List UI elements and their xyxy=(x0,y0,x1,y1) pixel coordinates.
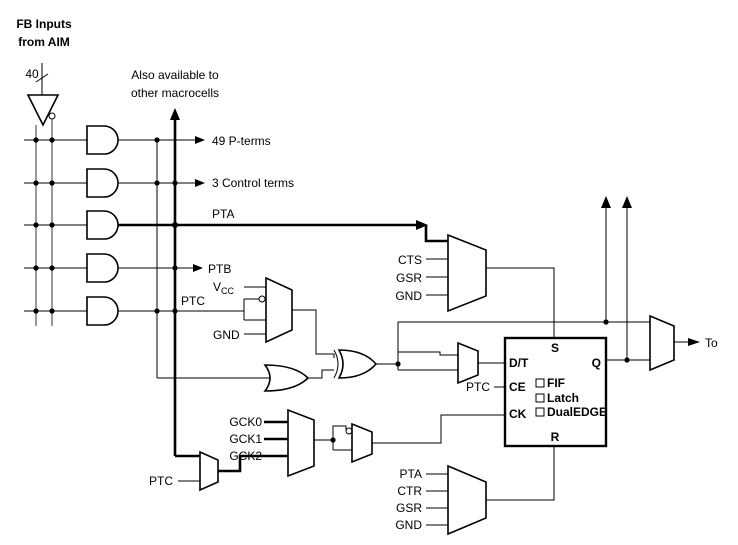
feedback-arrow-2 xyxy=(622,196,632,208)
pta-label: PTA xyxy=(212,207,234,221)
and-gate-1 xyxy=(86,125,119,155)
vcc-label: VCC xyxy=(213,280,235,296)
and-gate-2 xyxy=(86,168,119,198)
ptc-mux-label: PTC xyxy=(181,294,205,308)
ptc-clock-mux xyxy=(199,450,219,492)
input-buffer xyxy=(26,94,60,127)
gnd-bottom-label: GND xyxy=(395,518,422,532)
p-terms-arrow xyxy=(195,136,205,144)
ff-ck-label: CK xyxy=(509,407,527,421)
polarity-mux-shape xyxy=(265,276,293,344)
set-mux: CTS GSR GND xyxy=(395,233,487,313)
also-available-arrow xyxy=(170,108,180,120)
gsr-bottom-label: GSR xyxy=(396,501,422,515)
or-gate xyxy=(263,364,310,392)
ptb-arrow xyxy=(193,264,203,272)
ff-r-label: R xyxy=(551,430,560,444)
and-gate-ptc xyxy=(86,296,119,326)
fb-inputs-label-line1: FB Inputs xyxy=(16,17,72,31)
ptc-ce-label: PTC xyxy=(466,380,490,394)
gsr-top-label: GSR xyxy=(396,271,422,285)
dualedge-checkbox xyxy=(535,407,545,417)
gck1-label: GCK1 xyxy=(229,432,262,446)
input-bus xyxy=(26,63,60,326)
bus-width-label: 40 xyxy=(25,67,39,81)
flip-flop: S D/T Q CE CK R FIF Latch DualEDGE xyxy=(503,336,608,448)
cts-label: CTS xyxy=(398,253,422,267)
latch-label: Latch xyxy=(547,391,579,405)
ctr-label: CTR xyxy=(397,484,422,498)
also-available-label-line1: Also available to xyxy=(131,68,219,82)
ff-dt-label: D/T xyxy=(509,356,529,370)
pta-bottom-label: PTA xyxy=(400,467,422,481)
flip-flop-box xyxy=(503,336,608,448)
fb-inputs-label-line2: from AIM xyxy=(18,35,70,49)
polarity-mux: VCC PTC GND xyxy=(175,276,293,344)
latch-checkbox xyxy=(535,393,545,403)
output-mux xyxy=(649,314,675,372)
and-gate-ptb xyxy=(86,253,119,283)
gnd-mux-top-label: GND xyxy=(395,289,422,303)
control-terms-arrow xyxy=(195,179,205,187)
dualedge-label: DualEDGE xyxy=(547,405,607,419)
fif-label: FIF xyxy=(547,376,565,390)
ptb-label: PTB xyxy=(208,262,231,276)
xor-gate xyxy=(333,349,378,379)
control-terms-label: 3 Control terms xyxy=(212,176,294,190)
output-arrow xyxy=(688,338,700,346)
set-mux-shape xyxy=(447,233,487,313)
product-term-array xyxy=(24,125,119,326)
clock-mux: GCK0 GCK1 GCK2 xyxy=(229,408,315,478)
ptc-bottom-label: PTC xyxy=(149,474,173,488)
clock-mux-shape xyxy=(287,408,315,478)
pta-arrow xyxy=(416,220,428,230)
gnd-top-label: GND xyxy=(213,328,240,342)
dt-select-mux xyxy=(457,341,479,385)
fif-checkbox xyxy=(535,378,545,388)
also-available-label-line2: other macrocells xyxy=(131,86,219,100)
reset-mux: PTA CTR GSR GND xyxy=(395,464,487,536)
ff-q-label: Q xyxy=(592,356,601,370)
clock-polarity-mux xyxy=(351,422,373,464)
gck0-label: GCK0 xyxy=(229,415,262,429)
feedback-arrow-1 xyxy=(601,196,611,208)
to-output-label: To xyxy=(705,336,718,350)
reset-mux-shape xyxy=(447,464,487,536)
ff-s-label: S xyxy=(551,341,559,355)
ff-ce-label: CE xyxy=(509,380,526,394)
and-gate-pta xyxy=(86,210,119,240)
p-terms-label: 49 P-terms xyxy=(212,134,271,148)
